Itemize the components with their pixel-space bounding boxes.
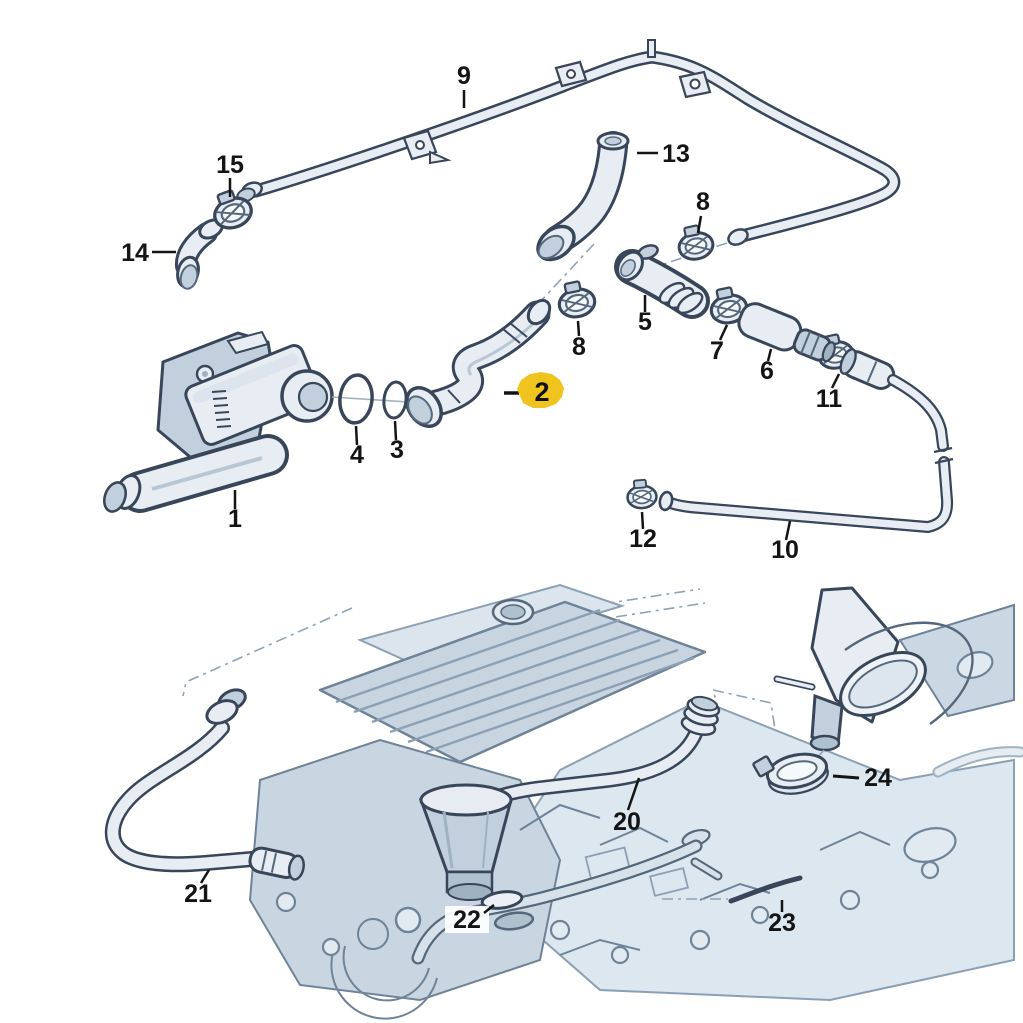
callout-23[interactable]: 23 — [768, 900, 796, 937]
part-21-breather-hose — [104, 688, 305, 881]
callout-label[interactable]: 15 — [216, 151, 244, 179]
callout-label[interactable]: 1 — [228, 505, 242, 533]
callout-label[interactable]: 8 — [572, 333, 586, 361]
callout-8-top[interactable]: 8 — [696, 188, 710, 234]
callout-label[interactable]: 5 — [638, 308, 652, 336]
separator-standpipe — [418, 783, 513, 901]
callout-9[interactable]: 9 — [457, 62, 471, 108]
part-13-elbow-hose — [536, 131, 630, 262]
part-9-breather-pipe — [236, 39, 901, 246]
part-22-seal — [480, 890, 535, 931]
callout-label[interactable]: 14 — [121, 239, 149, 267]
callout-22[interactable]: 22 — [445, 904, 495, 934]
part-1-oil-separator — [102, 330, 334, 513]
pipe-bracket — [554, 60, 588, 88]
callout-label[interactable]: 22 — [453, 906, 481, 934]
callout-4[interactable]: 4 — [350, 425, 364, 469]
callout-13[interactable]: 13 — [637, 140, 690, 168]
callout-label[interactable]: 23 — [768, 909, 796, 937]
callout-label[interactable]: 3 — [390, 436, 404, 464]
callout-21[interactable]: 21 — [184, 869, 212, 908]
callout-label[interactable]: 2 — [534, 377, 549, 407]
callout-label[interactable]: 24 — [864, 764, 892, 792]
callout-label[interactable]: 13 — [662, 140, 690, 168]
callout-1[interactable]: 1 — [228, 490, 242, 533]
intake-funnel — [773, 586, 974, 781]
highlight-blob[interactable] — [517, 372, 564, 408]
pipe-pin — [647, 39, 656, 58]
callout-label[interactable]: 6 — [760, 357, 774, 385]
callout-label[interactable]: 7 — [710, 337, 724, 365]
part-8-clamp-mid — [553, 277, 599, 322]
callout-8-mid[interactable]: 8 — [572, 320, 586, 361]
callout-label[interactable]: 20 — [613, 808, 641, 836]
part-24-clamp — [752, 752, 829, 795]
pipe-bracket — [402, 129, 452, 165]
callout-11[interactable]: 11 — [816, 373, 843, 413]
callout-2-highlighted[interactable]: 2 — [504, 372, 564, 408]
part-23-rod — [662, 875, 803, 904]
callout-label[interactable]: 10 — [771, 536, 799, 564]
callout-6[interactable]: 6 — [760, 348, 774, 385]
callout-24[interactable]: 24 — [832, 764, 892, 792]
part-2-hose-selected[interactable] — [400, 296, 554, 433]
callout-label[interactable]: 12 — [629, 525, 657, 553]
callout-3[interactable]: 3 — [390, 420, 404, 464]
callout-label[interactable]: 9 — [457, 62, 471, 90]
part-4-oring — [338, 373, 374, 425]
callout-label[interactable]: 8 — [696, 188, 710, 216]
part-5-t-connector — [614, 244, 710, 319]
callout-12[interactable]: 12 — [629, 511, 657, 553]
part-12-clamp — [624, 477, 659, 511]
part-10-hose — [658, 348, 954, 533]
part-14-elbow-hose — [174, 218, 224, 290]
callout-5[interactable]: 5 — [638, 295, 652, 336]
callout-label[interactable]: 11 — [816, 385, 843, 413]
part-6-valve — [737, 302, 836, 363]
callout-15[interactable]: 15 — [216, 151, 244, 197]
part-8-clamp-top — [673, 221, 717, 264]
callout-7[interactable]: 7 — [710, 324, 729, 365]
pipe-bracket — [678, 70, 712, 99]
callout-20[interactable]: 20 — [613, 777, 641, 836]
rib-detail — [211, 390, 232, 428]
callout-label[interactable]: 21 — [184, 880, 212, 908]
callout-10[interactable]: 10 — [771, 520, 799, 564]
callout-14[interactable]: 14 — [121, 239, 176, 267]
callout-label[interactable]: 4 — [350, 441, 364, 469]
